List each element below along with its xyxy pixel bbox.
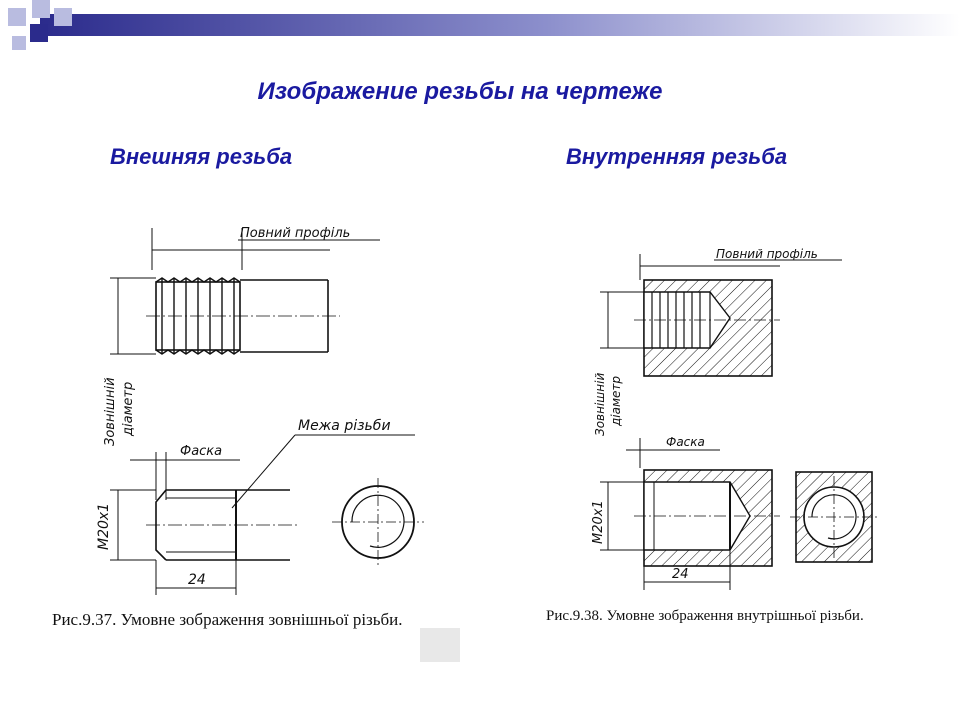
size-label: М20х1 [96, 503, 112, 550]
header-decoration [8, 0, 960, 50]
chamfer-label: Фаска [666, 435, 705, 449]
right-figure-caption: Рис.9.38. Умовне зображення внутрішньої … [546, 608, 864, 624]
square-5 [12, 36, 26, 50]
square-3 [54, 8, 72, 26]
length-label: 24 [672, 567, 689, 582]
external-thread-drawing: Повний профіль Зовнішній діаметр Фаска М… [96, 226, 424, 595]
thread-limit-label: Межа різьби [298, 418, 391, 434]
left-figure-caption: Рис.9.37. Умовне зображення зовнішньої р… [52, 610, 403, 629]
outer-diameter-label-2: діаметр [609, 376, 623, 427]
full-profile-label: Повний профіль [240, 226, 350, 241]
internal-thread-drawing: Повний профіль Зовнішній діаметр Фаска М… [591, 247, 878, 590]
scan-artifact [420, 628, 460, 662]
square-4 [30, 24, 48, 42]
outer-diameter-label-1: Зовнішній [103, 377, 118, 446]
square-1 [8, 8, 26, 26]
header-bar [40, 14, 960, 36]
length-label: 24 [188, 572, 206, 588]
square-2 [32, 0, 50, 18]
internal-thread-heading: Внутренняя резьба [566, 144, 788, 169]
outer-diameter-label-1: Зовнішній [593, 373, 607, 436]
external-thread-heading: Внешняя резьба [110, 144, 293, 169]
chamfer-label: Фаска [180, 444, 222, 459]
outer-diameter-label-2: діаметр [121, 382, 136, 437]
size-label: М20х1 [591, 500, 606, 544]
full-profile-label: Повний профіль [716, 247, 818, 261]
slide-title: Изображение резьбы на чертеже [257, 78, 663, 105]
